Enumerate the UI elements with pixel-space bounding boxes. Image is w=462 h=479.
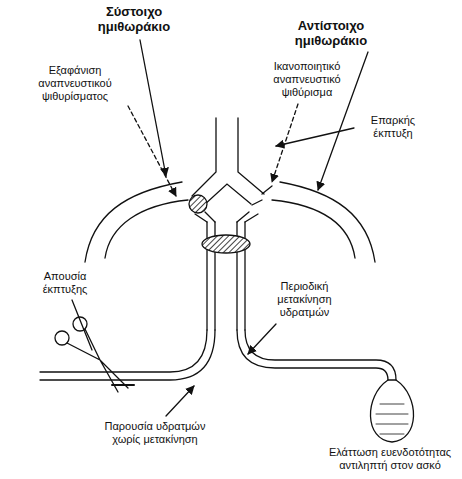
callout-arrow — [166, 386, 194, 416]
trachea — [192, 118, 216, 196]
callout-arrow — [128, 106, 176, 196]
clamp-arms — [67, 329, 128, 392]
region-label: Σύστοιχο ημιθωράκιο — [78, 4, 190, 34]
region-label: Αντίστοιχο ημιθωράκιο — [272, 18, 390, 48]
callout-arrow — [276, 128, 354, 146]
bronchial-plug — [189, 195, 207, 213]
drain-tube — [237, 330, 396, 380]
callout-arrow — [272, 104, 298, 182]
annotation-label: Απουσία έκπτυξης — [22, 270, 108, 296]
annotation-label: Περιοδική μετακίνηση υδρατμών — [262, 280, 347, 319]
annotation-label: Εξαφάνιση αναπνευστικού ψιθυρίσματος — [25, 64, 125, 103]
drain-bag — [370, 380, 413, 442]
lung-edge — [105, 200, 188, 258]
drain-tube — [40, 330, 215, 380]
carina — [203, 184, 251, 206]
annotation-label: Παρουσία υδρατμών χωρίς μετακίνηση — [95, 420, 215, 446]
callout-arrow — [248, 324, 276, 354]
chest-wall — [280, 182, 375, 262]
trachea — [238, 118, 264, 194]
lung-edge — [272, 200, 355, 258]
annotation-label: Επαρκής έκπτυξη — [358, 114, 428, 140]
bag-folds — [376, 404, 408, 434]
annotation-label: Ελάττωση ευενδοτότητας αντιληπτή στον ασ… — [322, 446, 458, 472]
chest-wall-seal — [202, 235, 250, 253]
clamp-jaw — [112, 384, 134, 386]
drain-tube — [195, 212, 258, 222]
leader-line — [140, 40, 166, 176]
annotation-label: Ικανοποιητικό αναπνευστικό ψιθύρισμα — [262, 60, 352, 99]
chest-wall — [85, 182, 182, 262]
leader-line — [72, 300, 92, 350]
leader-line — [318, 52, 368, 190]
bronchus-open — [252, 186, 272, 205]
